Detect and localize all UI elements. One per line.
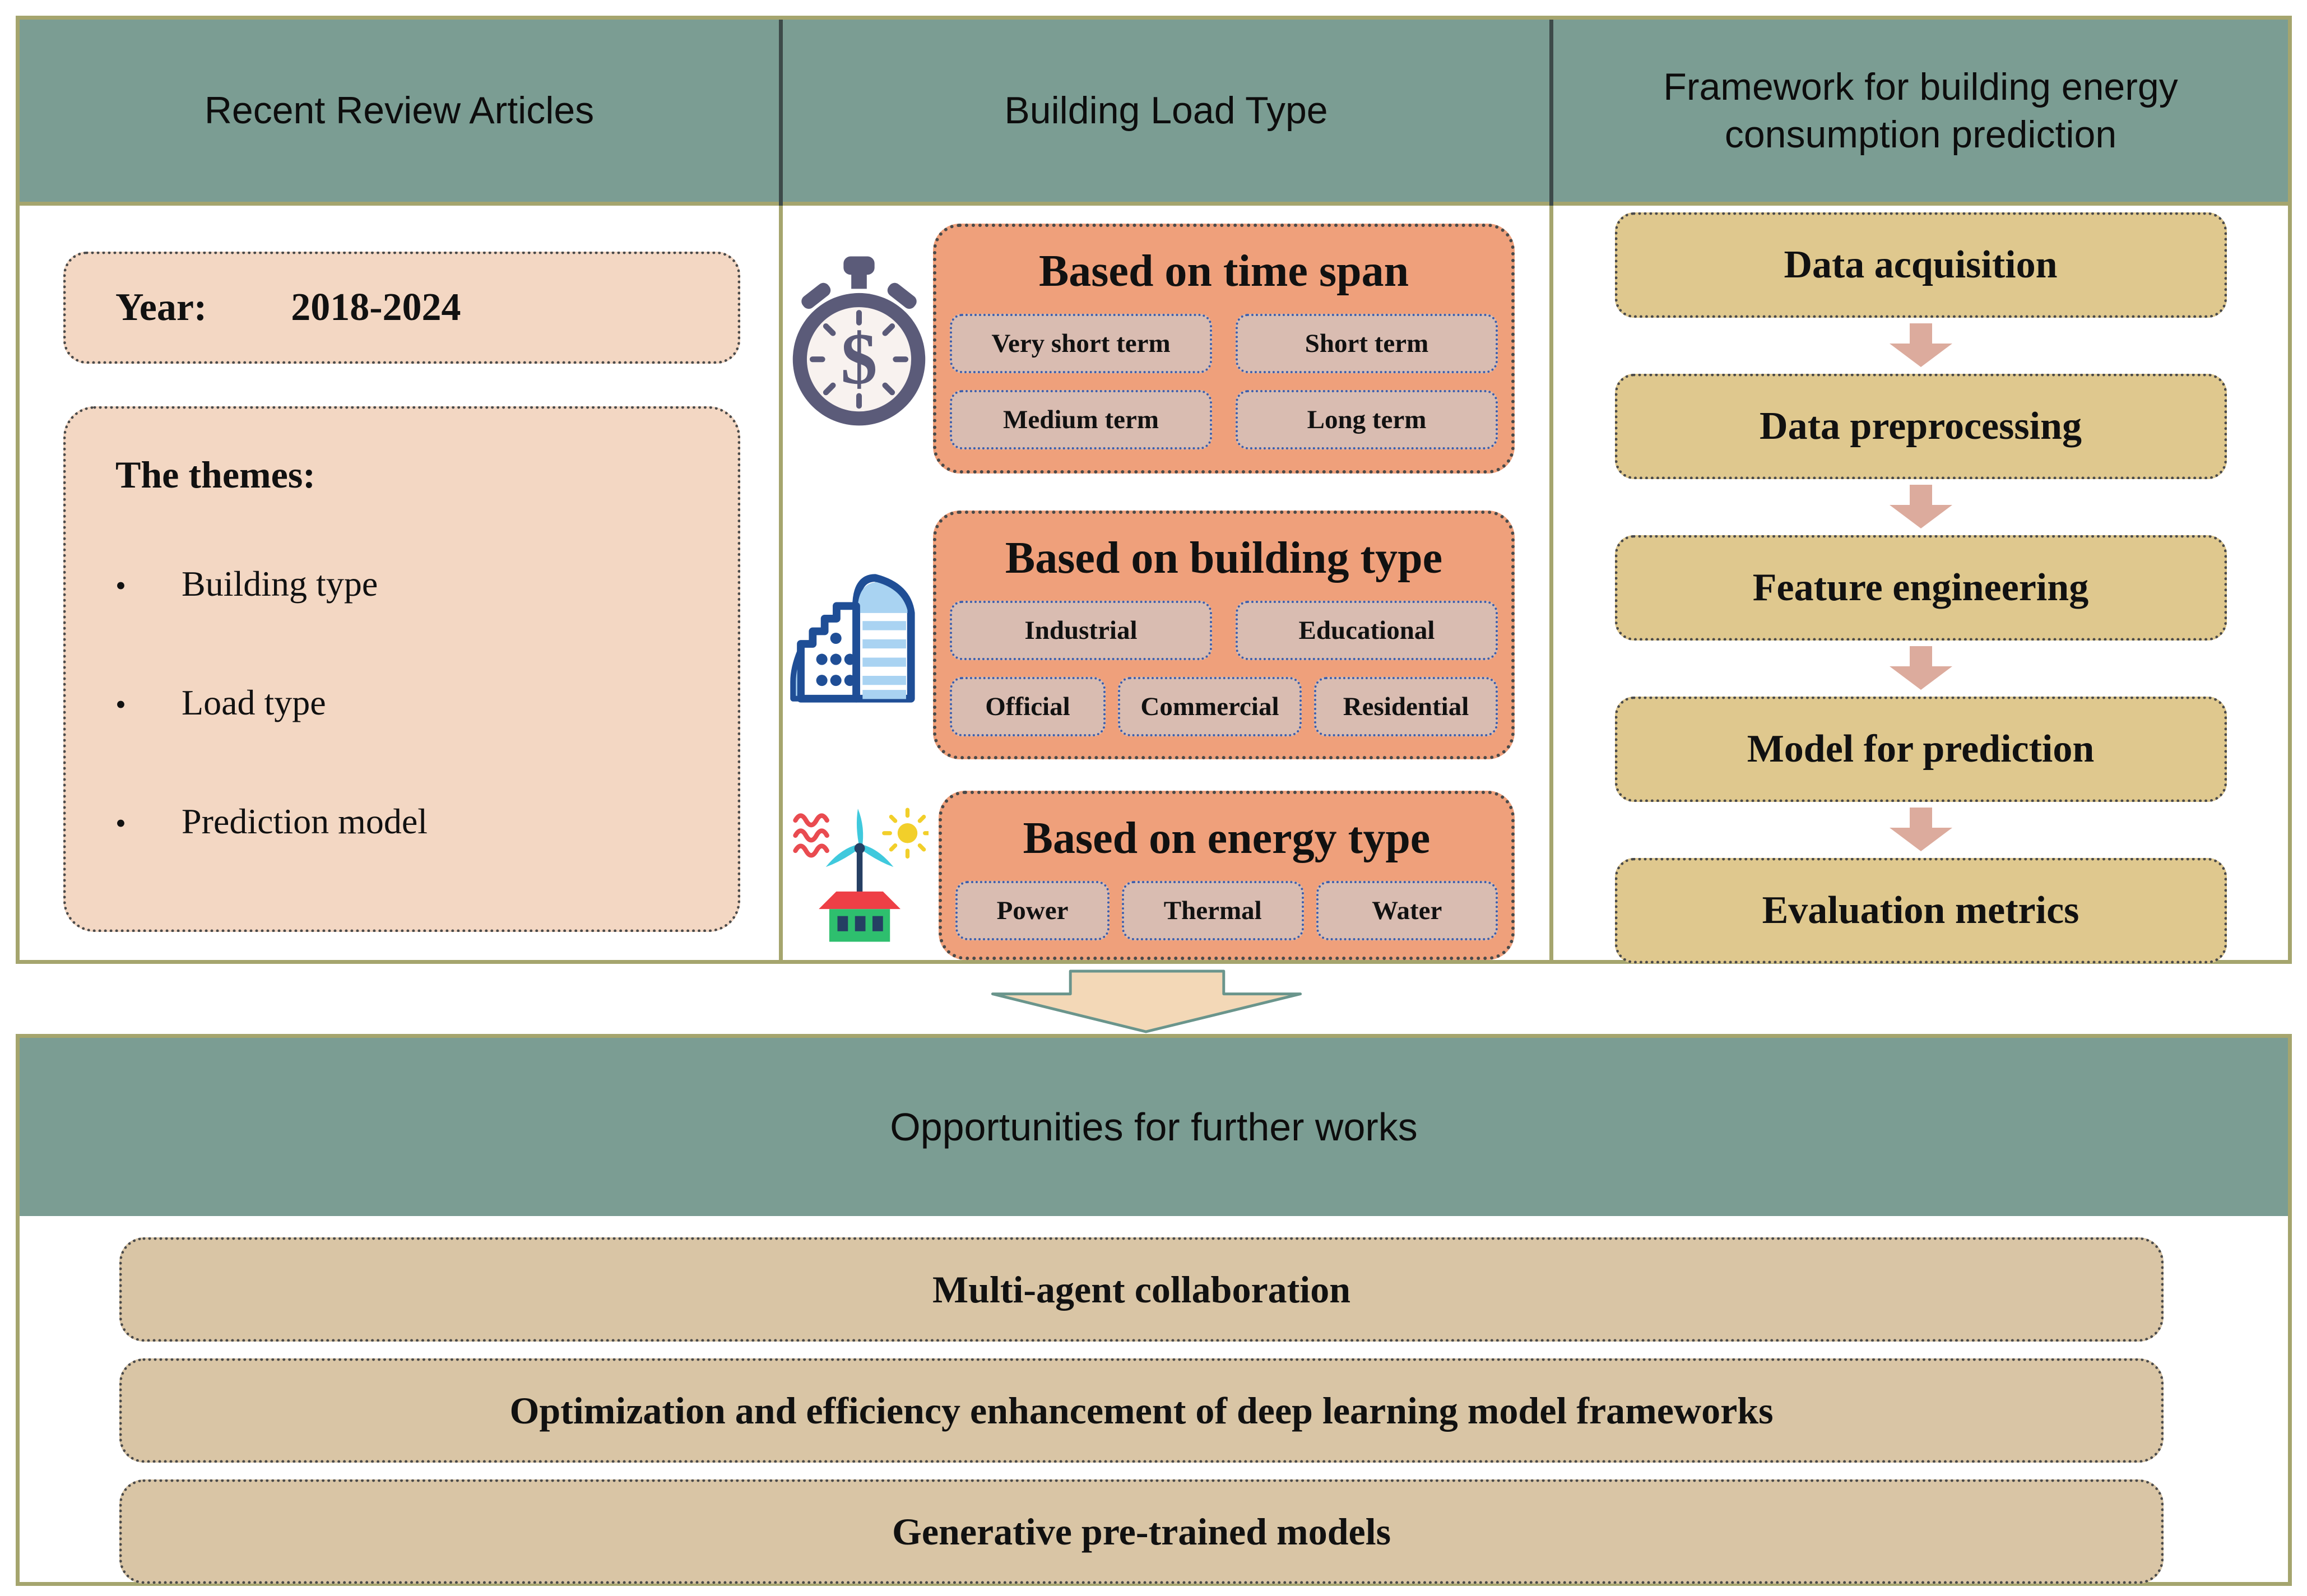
sun-icon (882, 808, 929, 859)
down-arrow-icon (1889, 808, 1952, 851)
step-box: Model for prediction (1614, 697, 2227, 802)
list-item: Very short term (950, 314, 1212, 373)
bullet-icon: • (115, 569, 126, 602)
list-item: Official (950, 677, 1106, 736)
column-framework: Framework for building energy consumptio… (1553, 20, 2288, 963)
building-type-title: Based on building type (1005, 533, 1443, 583)
themes-box: The themes: • Building type • Load type … (63, 406, 740, 932)
bottom-body: Multi-agent collaboration Optimization a… (20, 1216, 2288, 1584)
column-header-framework: Framework for building energy consumptio… (1553, 20, 2288, 206)
list-item: • Building type (115, 563, 693, 605)
bottom-header: Opportunities for further works (20, 1038, 2288, 1216)
wind-turbine-icon (825, 809, 894, 902)
list-item: Water (1316, 881, 1498, 940)
stopwatch-dollar-icon: $ (792, 256, 926, 426)
renewable-energy-icon (793, 808, 929, 942)
column-body-building-load-type: $ Based on time span Very short term Sho… (783, 206, 1549, 960)
step-box: Evaluation metrics (1614, 858, 2227, 963)
stopwatch-tick-marks (809, 310, 909, 409)
column-title: Recent Review Articles (204, 89, 595, 132)
city-buildings-icon (790, 574, 915, 703)
list-item: Medium term (950, 390, 1212, 449)
time-span-items: Very short term Short term Medium term L… (950, 314, 1498, 449)
opportunity-box: Multi-agent collaboration (119, 1237, 2164, 1342)
themes-title: The themes: (115, 453, 315, 496)
house-icon (819, 891, 900, 942)
down-arrow-icon (1889, 323, 1952, 367)
list-item: Short term (1236, 314, 1498, 373)
theme-label: Building type (182, 564, 378, 604)
column-recent-review-articles: Recent Review Articles Year: 2018-2024 T… (20, 20, 783, 960)
heat-waves-icon (793, 813, 829, 858)
themes-list: • Building type • Load type • Prediction… (115, 563, 693, 842)
energy-type-box: Based on energy type Power Thermal Water (939, 791, 1515, 960)
bottom-title: Opportunities for further works (890, 1105, 1418, 1149)
list-item: Industrial (950, 601, 1212, 660)
list-item: • Load type (115, 682, 693, 723)
step-box: Data preprocessing (1614, 374, 2227, 479)
flow-arrow (1887, 479, 1955, 535)
bullet-icon: • (115, 688, 126, 721)
list-item: • Prediction model (115, 801, 693, 842)
step-box: Data acquisition (1614, 212, 2227, 318)
building-type-items-row2: Official Commercial Residential (950, 677, 1498, 736)
column-body-framework: Data acquisition Data preprocessing Feat… (1553, 206, 2288, 963)
energy-type-title: Based on energy type (1023, 814, 1431, 863)
energy-type-items: Power Thermal Water (955, 881, 1498, 940)
svg-text:$: $ (841, 318, 877, 400)
bullet-icon: • (115, 806, 126, 840)
column-title: Building Load Type (1004, 89, 1328, 132)
down-arrow-icon (1889, 485, 1952, 528)
year-value: 2018-2024 (291, 286, 461, 329)
column-header-building-load-type: Building Load Type (783, 20, 1549, 206)
column-body-recent-review-articles: Year: 2018-2024 The themes: • Building t… (20, 206, 779, 960)
bottom-panel: Opportunities for further works Multi-ag… (16, 1034, 2292, 1586)
down-arrow-icon (1889, 646, 1952, 690)
column-header-recent-review-articles: Recent Review Articles (20, 20, 779, 206)
step-box: Feature engineering (1614, 535, 2227, 641)
list-item: Educational (1236, 601, 1498, 660)
year-label: Year: (115, 286, 207, 329)
list-item: Power (955, 881, 1110, 940)
list-item: Commercial (1117, 677, 1302, 736)
theme-label: Load type (182, 683, 326, 722)
list-item: Long term (1236, 390, 1498, 449)
flow-arrow (1887, 641, 1955, 697)
big-down-arrow-icon (991, 969, 1302, 1033)
time-span-title: Based on time span (1038, 247, 1409, 296)
flow-arrow (1887, 802, 1955, 858)
opportunity-box: Optimization and efficiency enhancement … (119, 1358, 2164, 1463)
building-type-box: Based on building type Industrial Educat… (933, 511, 1515, 759)
list-item: Thermal (1122, 881, 1304, 940)
column-title: Framework for building energy consumptio… (1663, 65, 2178, 156)
building-type-items-row1: Industrial Educational (950, 601, 1498, 660)
theme-label: Prediction model (182, 801, 428, 841)
column-building-load-type: Building Load Type (783, 20, 1553, 960)
flow-arrow (1887, 318, 1955, 374)
time-span-box: Based on time span Very short term Short… (933, 224, 1515, 474)
year-range-box: Year: 2018-2024 (63, 252, 740, 364)
top-panel: Recent Review Articles Year: 2018-2024 T… (16, 16, 2292, 964)
framework-steps: Data acquisition Data preprocessing Feat… (1553, 212, 2288, 963)
opportunity-box: Generative pre-trained models (119, 1479, 2164, 1584)
list-item: Residential (1313, 677, 1498, 736)
